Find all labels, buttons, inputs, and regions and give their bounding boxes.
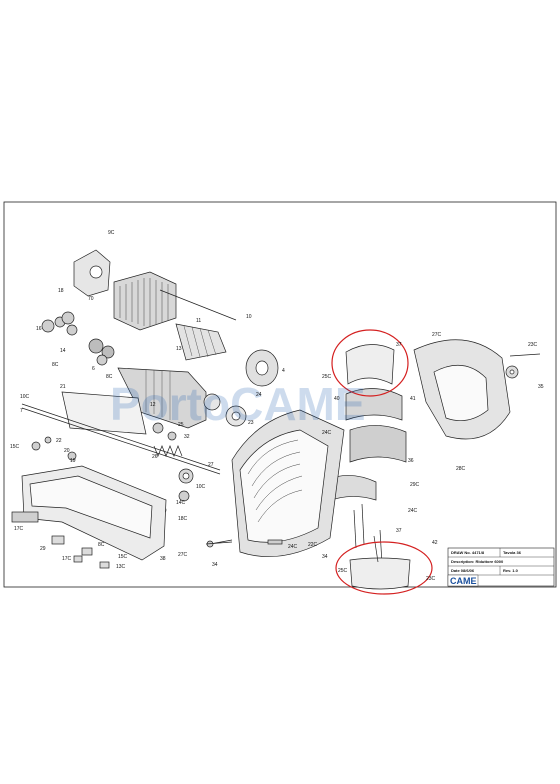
callout-label: 4 xyxy=(282,368,285,374)
callout-label: 13 xyxy=(176,346,182,352)
logo-came: CAME xyxy=(450,576,477,586)
callout-label: 23C xyxy=(426,576,436,582)
title-tavola: Tavola 36 xyxy=(503,550,522,555)
callout-label: 40 xyxy=(334,396,340,402)
callout-label: 16 xyxy=(36,326,42,332)
highlight-top-shell xyxy=(331,329,409,397)
title-draw-no: DRAW No. 4471/8 xyxy=(451,550,485,555)
callout-label: 23C xyxy=(528,342,538,348)
callout-label: 29C xyxy=(410,482,420,488)
callout-label: 22C xyxy=(308,542,318,548)
callout-label: 27C xyxy=(178,552,188,558)
callout-label: 15C xyxy=(118,554,128,560)
callout-label: 23 xyxy=(248,420,254,426)
callout-label: 8C xyxy=(98,542,105,548)
title-description: Description: Riduttore 6000 xyxy=(451,559,504,564)
callout-label: 25C xyxy=(322,374,332,380)
callout-label: 42 xyxy=(432,540,438,546)
callout-label: 38 xyxy=(160,556,166,562)
callout-label: 18 xyxy=(58,288,64,294)
callout-label: 21 xyxy=(60,384,66,390)
callout-label: 8C xyxy=(106,374,113,380)
highlight-bottom-shell xyxy=(335,541,433,595)
callout-label: 11 xyxy=(196,318,201,324)
callout-label: 24C xyxy=(322,430,332,436)
callout-label: 14 xyxy=(60,348,66,354)
callout-label: 26 xyxy=(152,454,158,460)
callout-label: 20 xyxy=(64,448,70,454)
callout-label: 34 xyxy=(322,554,328,560)
callout-label: 17C xyxy=(62,556,72,562)
callout-label: 34 xyxy=(212,562,218,568)
callout-labels: 9C 18 70 10 11 16 13 4 14 8C 6 8C 12 21 … xyxy=(10,230,544,582)
callout-label: 32 xyxy=(184,434,190,440)
callout-label: 36 xyxy=(408,458,414,464)
callout-label: 14C xyxy=(176,500,186,506)
callout-label: 10C xyxy=(196,484,206,490)
gearbox-assembly xyxy=(205,339,541,590)
callout-label: 24 xyxy=(256,392,262,398)
callout-label: 24C xyxy=(408,508,418,514)
callout-label: 10C xyxy=(20,394,30,400)
callout-label: 17C xyxy=(14,526,24,532)
logo-box xyxy=(447,574,479,587)
title-date: Date 08/6/06 xyxy=(451,568,475,573)
title-block: DRAW No. 4471/8 Tavola 36 Description: R… xyxy=(447,547,555,587)
callout-label: 29 xyxy=(40,546,46,552)
callout-label: 35 xyxy=(538,384,544,390)
callout-label: 27 xyxy=(208,462,214,468)
callout-label: 25C xyxy=(338,568,348,574)
callout-label: 15C xyxy=(10,444,20,450)
callout-label: 70 xyxy=(88,296,94,302)
motor-assembly xyxy=(11,249,279,569)
callout-label: 41 xyxy=(410,396,416,402)
callout-label: 13C xyxy=(116,564,126,570)
title-rev: Rev. 1.0 xyxy=(503,568,519,573)
callout-label: 9C xyxy=(108,230,115,236)
callout-label: 10 xyxy=(246,314,252,320)
callout-label: 6 xyxy=(92,366,95,372)
callout-label: 25 xyxy=(178,422,184,428)
callout-label: 37 xyxy=(396,342,402,348)
callout-label: 24C xyxy=(288,544,298,550)
callout-label: 27C xyxy=(432,332,442,338)
callout-label: 22 xyxy=(56,438,62,444)
callout-label: 7 xyxy=(20,408,23,414)
callout-label: 28C xyxy=(456,466,466,472)
callout-label: 12 xyxy=(150,402,156,408)
callout-label: 19 xyxy=(70,458,76,464)
callout-label: 37 xyxy=(396,528,402,534)
callout-label: 18C xyxy=(178,516,188,522)
callout-label: 8C xyxy=(52,362,59,368)
watermark: PortoCAME xyxy=(110,378,366,430)
